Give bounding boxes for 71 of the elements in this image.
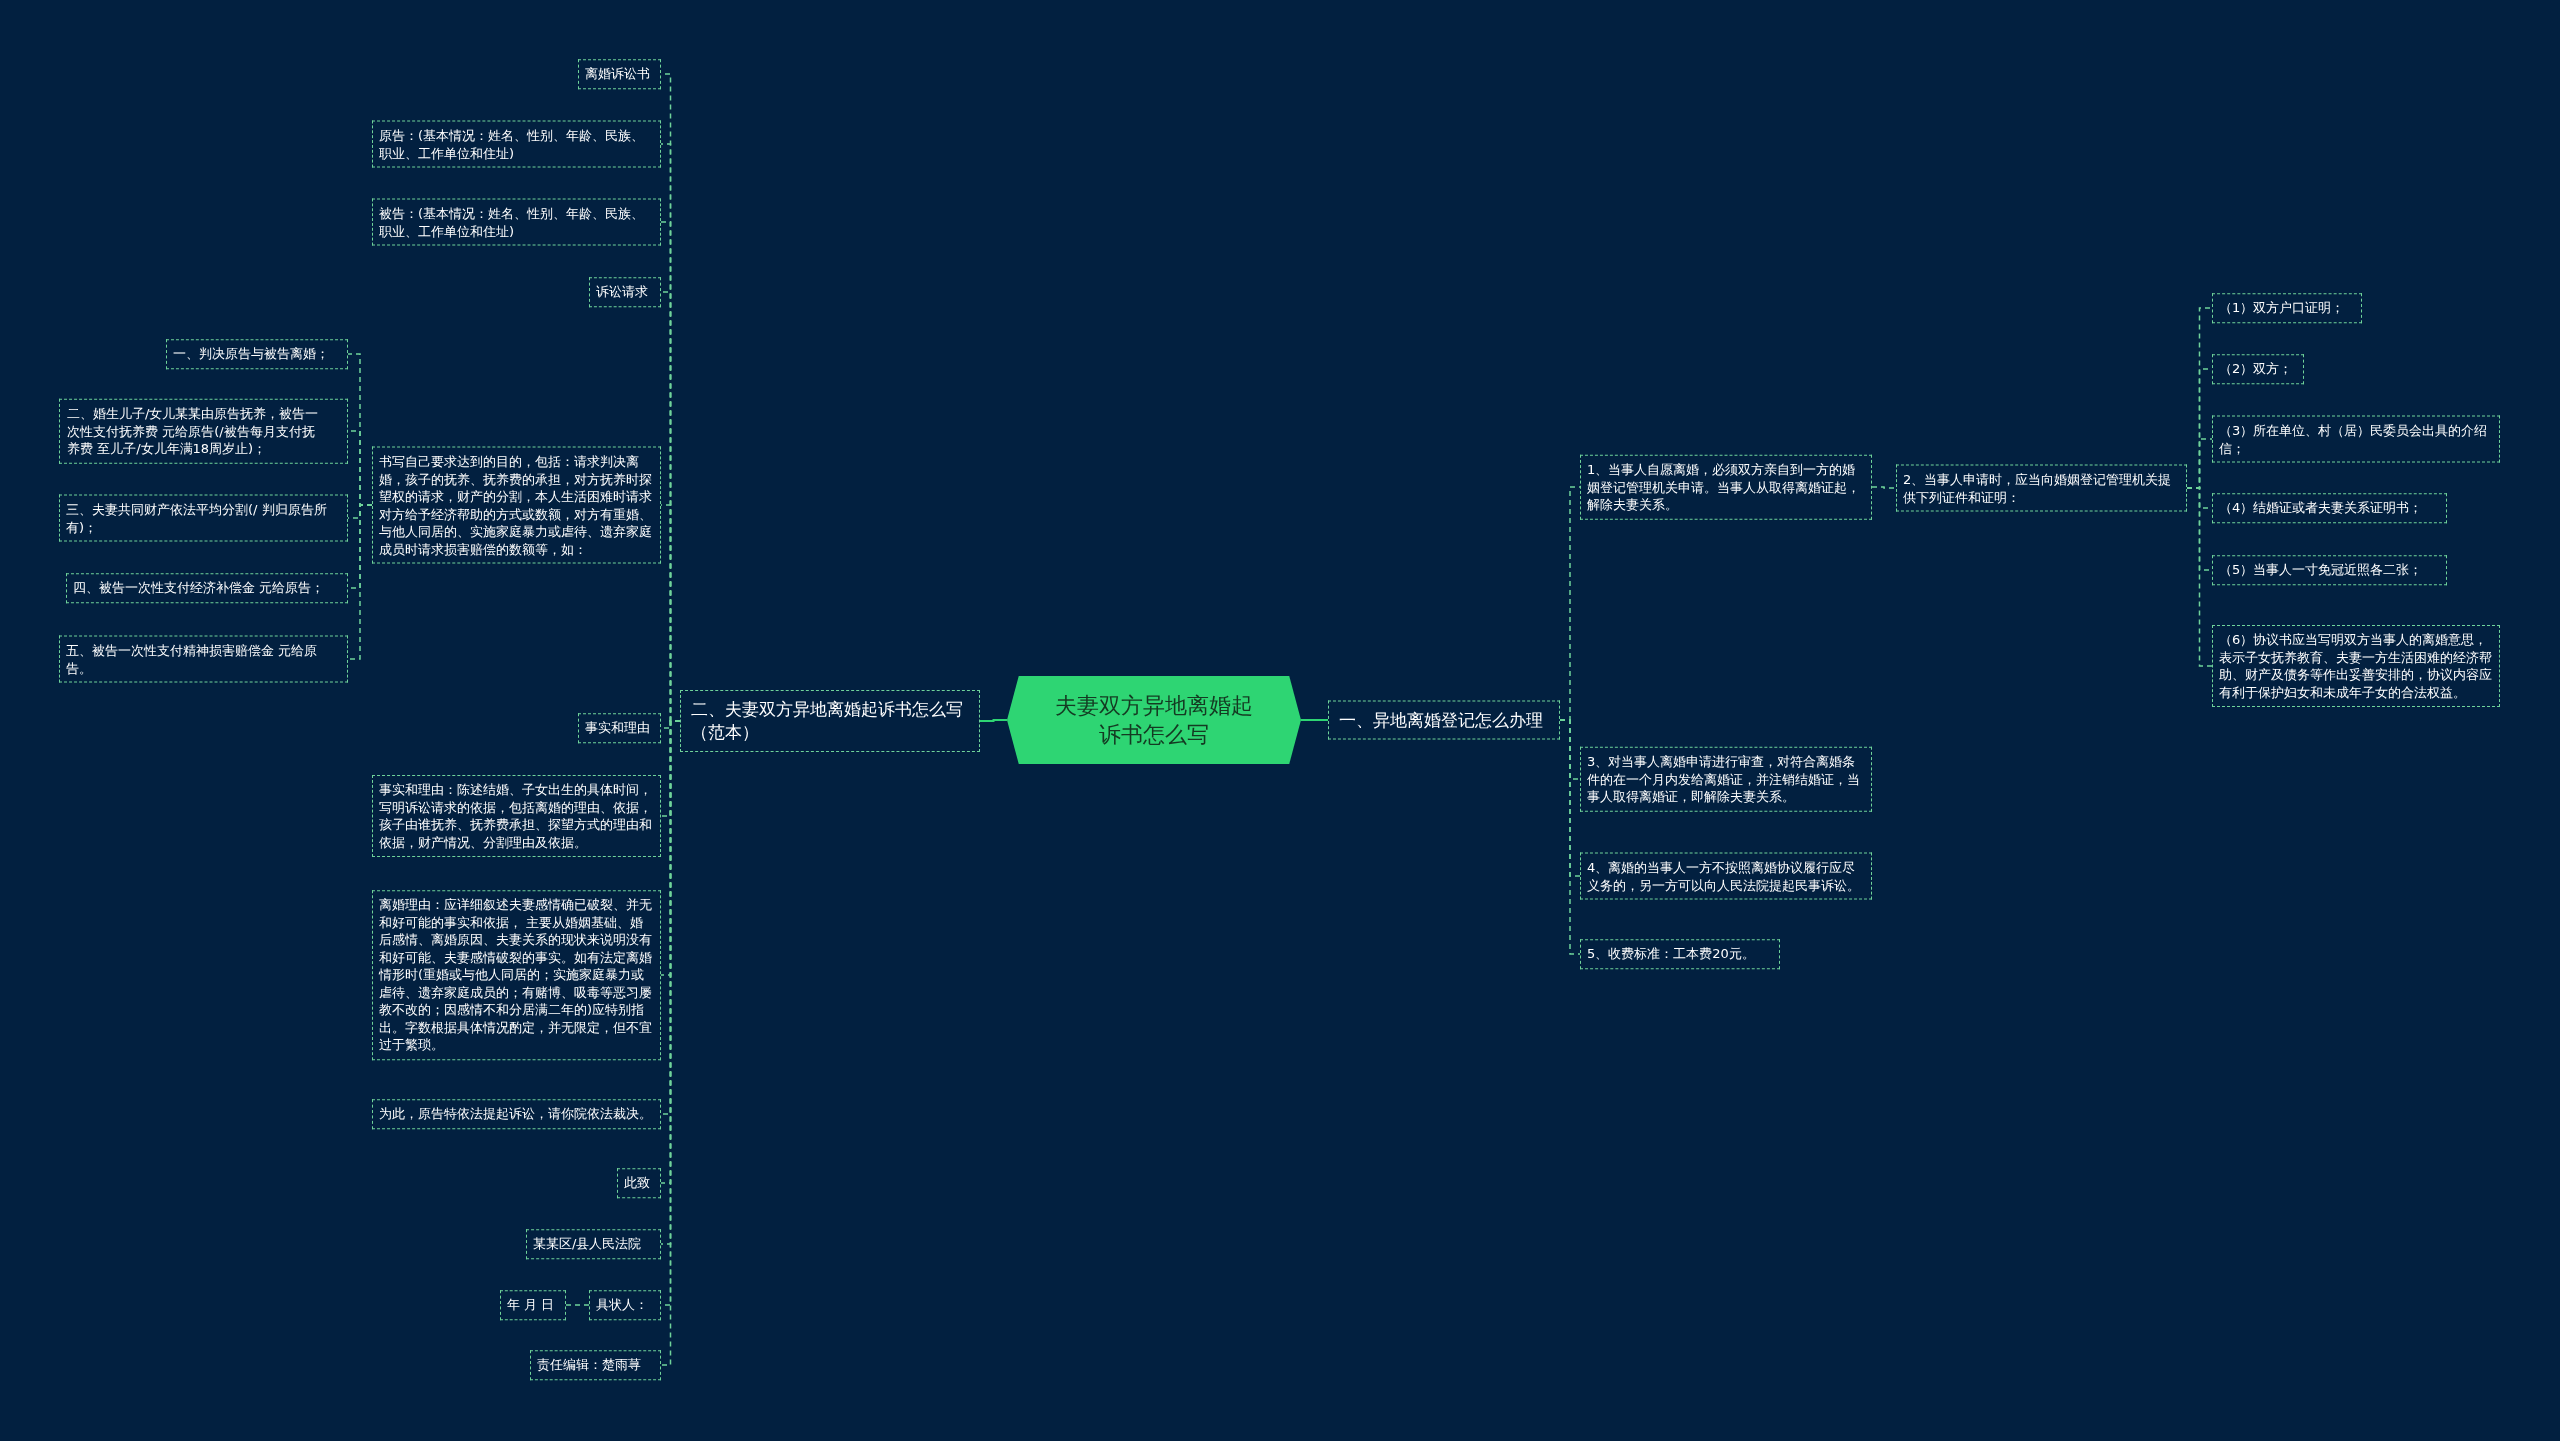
topic-text: 责任编辑：楚雨荨 xyxy=(537,1356,641,1374)
topic-box xyxy=(1580,939,1780,969)
topic-text: 四、被告一次性支付经济补偿金 元给原告； xyxy=(73,579,325,597)
topic-text: （2）双方； xyxy=(2219,360,2293,378)
topic-text: 3、对当事人离婚申请进行审查，对符合离婚条件的在一个月内发给离婚证，并注销结婚证，当事人取得离婚证，即解除夫妻关系。 xyxy=(1587,752,1861,806)
topic-text: 事实和理由：陈述结婚、子女出生的具体时间，写明诉讼请求的依据，包括离婚的理由、依据，孩子由谁抚养、抚养费承担、探望方式的理由和依据，财产情况、分割理由及依据。 xyxy=(379,781,653,851)
topic-text: （1）双方户口证明； xyxy=(2219,299,2345,317)
topic-box xyxy=(2212,293,2362,323)
topic-text: 夫妻双方异地离婚起诉书怎么写 xyxy=(1054,692,1254,749)
topic-text: 具状人： xyxy=(596,1296,648,1314)
topic-box xyxy=(2212,625,2500,707)
topic-box xyxy=(578,713,661,743)
topic-text: 被告：(基本情况：姓名、性别、年龄、民族、职业、工作单位和住址) xyxy=(379,204,646,240)
topic-text: 三、夫妻共同财产依法平均分割(/ 判归原告所有)； xyxy=(66,500,328,536)
topic-box xyxy=(372,775,661,857)
connector-line xyxy=(1871,486,1897,489)
topic-text: 年 月 日 xyxy=(507,1296,555,1314)
topic-box xyxy=(59,494,348,542)
topic-box xyxy=(2212,555,2447,585)
topic-box xyxy=(617,1168,661,1198)
topic-box xyxy=(1580,454,1872,520)
topic-text: （3）所在单位、村（居）民委员会出具的介绍信； xyxy=(2219,421,2489,457)
topic-box xyxy=(500,1290,566,1320)
topic-box xyxy=(1896,464,2187,512)
connector-line xyxy=(1300,719,1329,721)
topic-box xyxy=(2212,415,2500,463)
branch-topic xyxy=(1328,700,1560,740)
topic-box xyxy=(372,1099,661,1129)
topic-text: 离婚诉讼书 xyxy=(585,65,650,83)
connector-line xyxy=(979,719,1008,722)
topic-text: 二、夫妻双方异地离婚起诉书怎么写（范本） xyxy=(691,698,964,744)
branch-topic xyxy=(680,690,980,752)
topic-box xyxy=(2212,493,2447,523)
topic-box xyxy=(66,573,348,603)
topic-box xyxy=(59,398,348,464)
topic-box xyxy=(589,277,661,307)
topic-box xyxy=(1580,746,1872,812)
topic-box xyxy=(372,120,661,168)
topic-text: 1、当事人自愿离婚，必须双方亲自到一方的婚姻登记管理机关申请。当事人从取得离婚证起，解除夫妻关系。 xyxy=(1587,460,1861,514)
connector-line xyxy=(2186,487,2213,667)
topic-text: 书写自己要求达到的目的，包括：请求判决离婚，孩子的抚养、抚养费的承担，对方抚养时探望权的请求，财产的分割，本人生活困难时请求对方给予经济帮助的方式或数额，对方有重婚、与他人同居的、实施家庭暴力或虐待、遗弃家庭成员时请求损害赔偿的数额等，如： xyxy=(379,452,653,558)
topic-text: 5、收费标准：工本费20元。 xyxy=(1587,945,1755,963)
topic-text: 一、异地离婚登记怎么办理 xyxy=(1339,708,1543,732)
topic-box xyxy=(372,198,661,246)
connector-line xyxy=(1559,719,1581,955)
topic-text: 事实和理由 xyxy=(585,719,650,737)
topic-text: 离婚理由：应详细叙述夫妻感情确已破裂、并无和好可能的事实和依据， 主要从婚姻基础、婚后感情、离婚原因、夫妻关系的现状来说明没有和好可能、夫妻感情破裂的事实。如有法定离婚情形时(重婚或与他人同居的；实施家庭暴力或虐待、遗弃家庭成员的；有赌博、吸毒等恶习屡教不改的；因感情不和分居满二年的)应特别指出。字数根据具体情况酌定，并无限定，但不宜过于繁琐。 xyxy=(379,896,653,1054)
topic-text: 原告：(基本情况：姓名、性别、年龄、民族、职业、工作单位和住址) xyxy=(379,126,646,162)
topic-text: （6）协议书应当写明双方当事人的离婚意思，表示子女抚养教育、夫妻一方生活困难的经济帮助、财产及债务等作出妥善安排的，协议内容应有利于保护妇女和未成年子女的合法权益。 xyxy=(2219,631,2493,701)
topic-text: 某某区/县人民法院 xyxy=(533,1235,642,1253)
central-topic xyxy=(1007,676,1301,764)
topic-box xyxy=(526,1229,661,1259)
topic-text: 五、被告一次性支付精神损害赔偿金 元给原告。 xyxy=(66,641,319,677)
topic-box xyxy=(166,339,348,369)
connector-line xyxy=(347,504,373,660)
topic-box xyxy=(59,635,348,683)
topic-text: （4）结婚证或者夫妻关系证明书； xyxy=(2219,499,2423,517)
topic-text: 4、离婚的当事人一方不按照离婚协议履行应尽义务的，另一方可以向人民法院提起民事诉讼。 xyxy=(1587,858,1861,894)
topic-text: 2、当事人申请时，应当向婚姻登记管理机关提供下列证件和证明： xyxy=(1903,470,2173,506)
topic-text: 诉讼请求 xyxy=(596,283,648,301)
topic-box xyxy=(578,59,661,89)
topic-box xyxy=(589,1290,661,1320)
connector-line xyxy=(565,1304,590,1306)
topic-box xyxy=(530,1350,661,1380)
topic-text: 此致 xyxy=(624,1174,650,1192)
topic-text: （5）当事人一寸免冠近照各二张； xyxy=(2219,561,2423,579)
topic-box xyxy=(2212,354,2304,384)
topic-box xyxy=(1580,852,1872,900)
topic-text: 一、判决原告与被告离婚； xyxy=(173,345,329,363)
topic-text: 二、婚生儿子/女儿某某由原告抚养，被告一次性支付抚养费 元给原告(/被告每月支付抚养费 至儿子/女儿年满18周岁止)； xyxy=(67,404,320,458)
topic-text: 为此，原告特依法提起诉讼，请你院依法裁决。 xyxy=(379,1105,652,1123)
